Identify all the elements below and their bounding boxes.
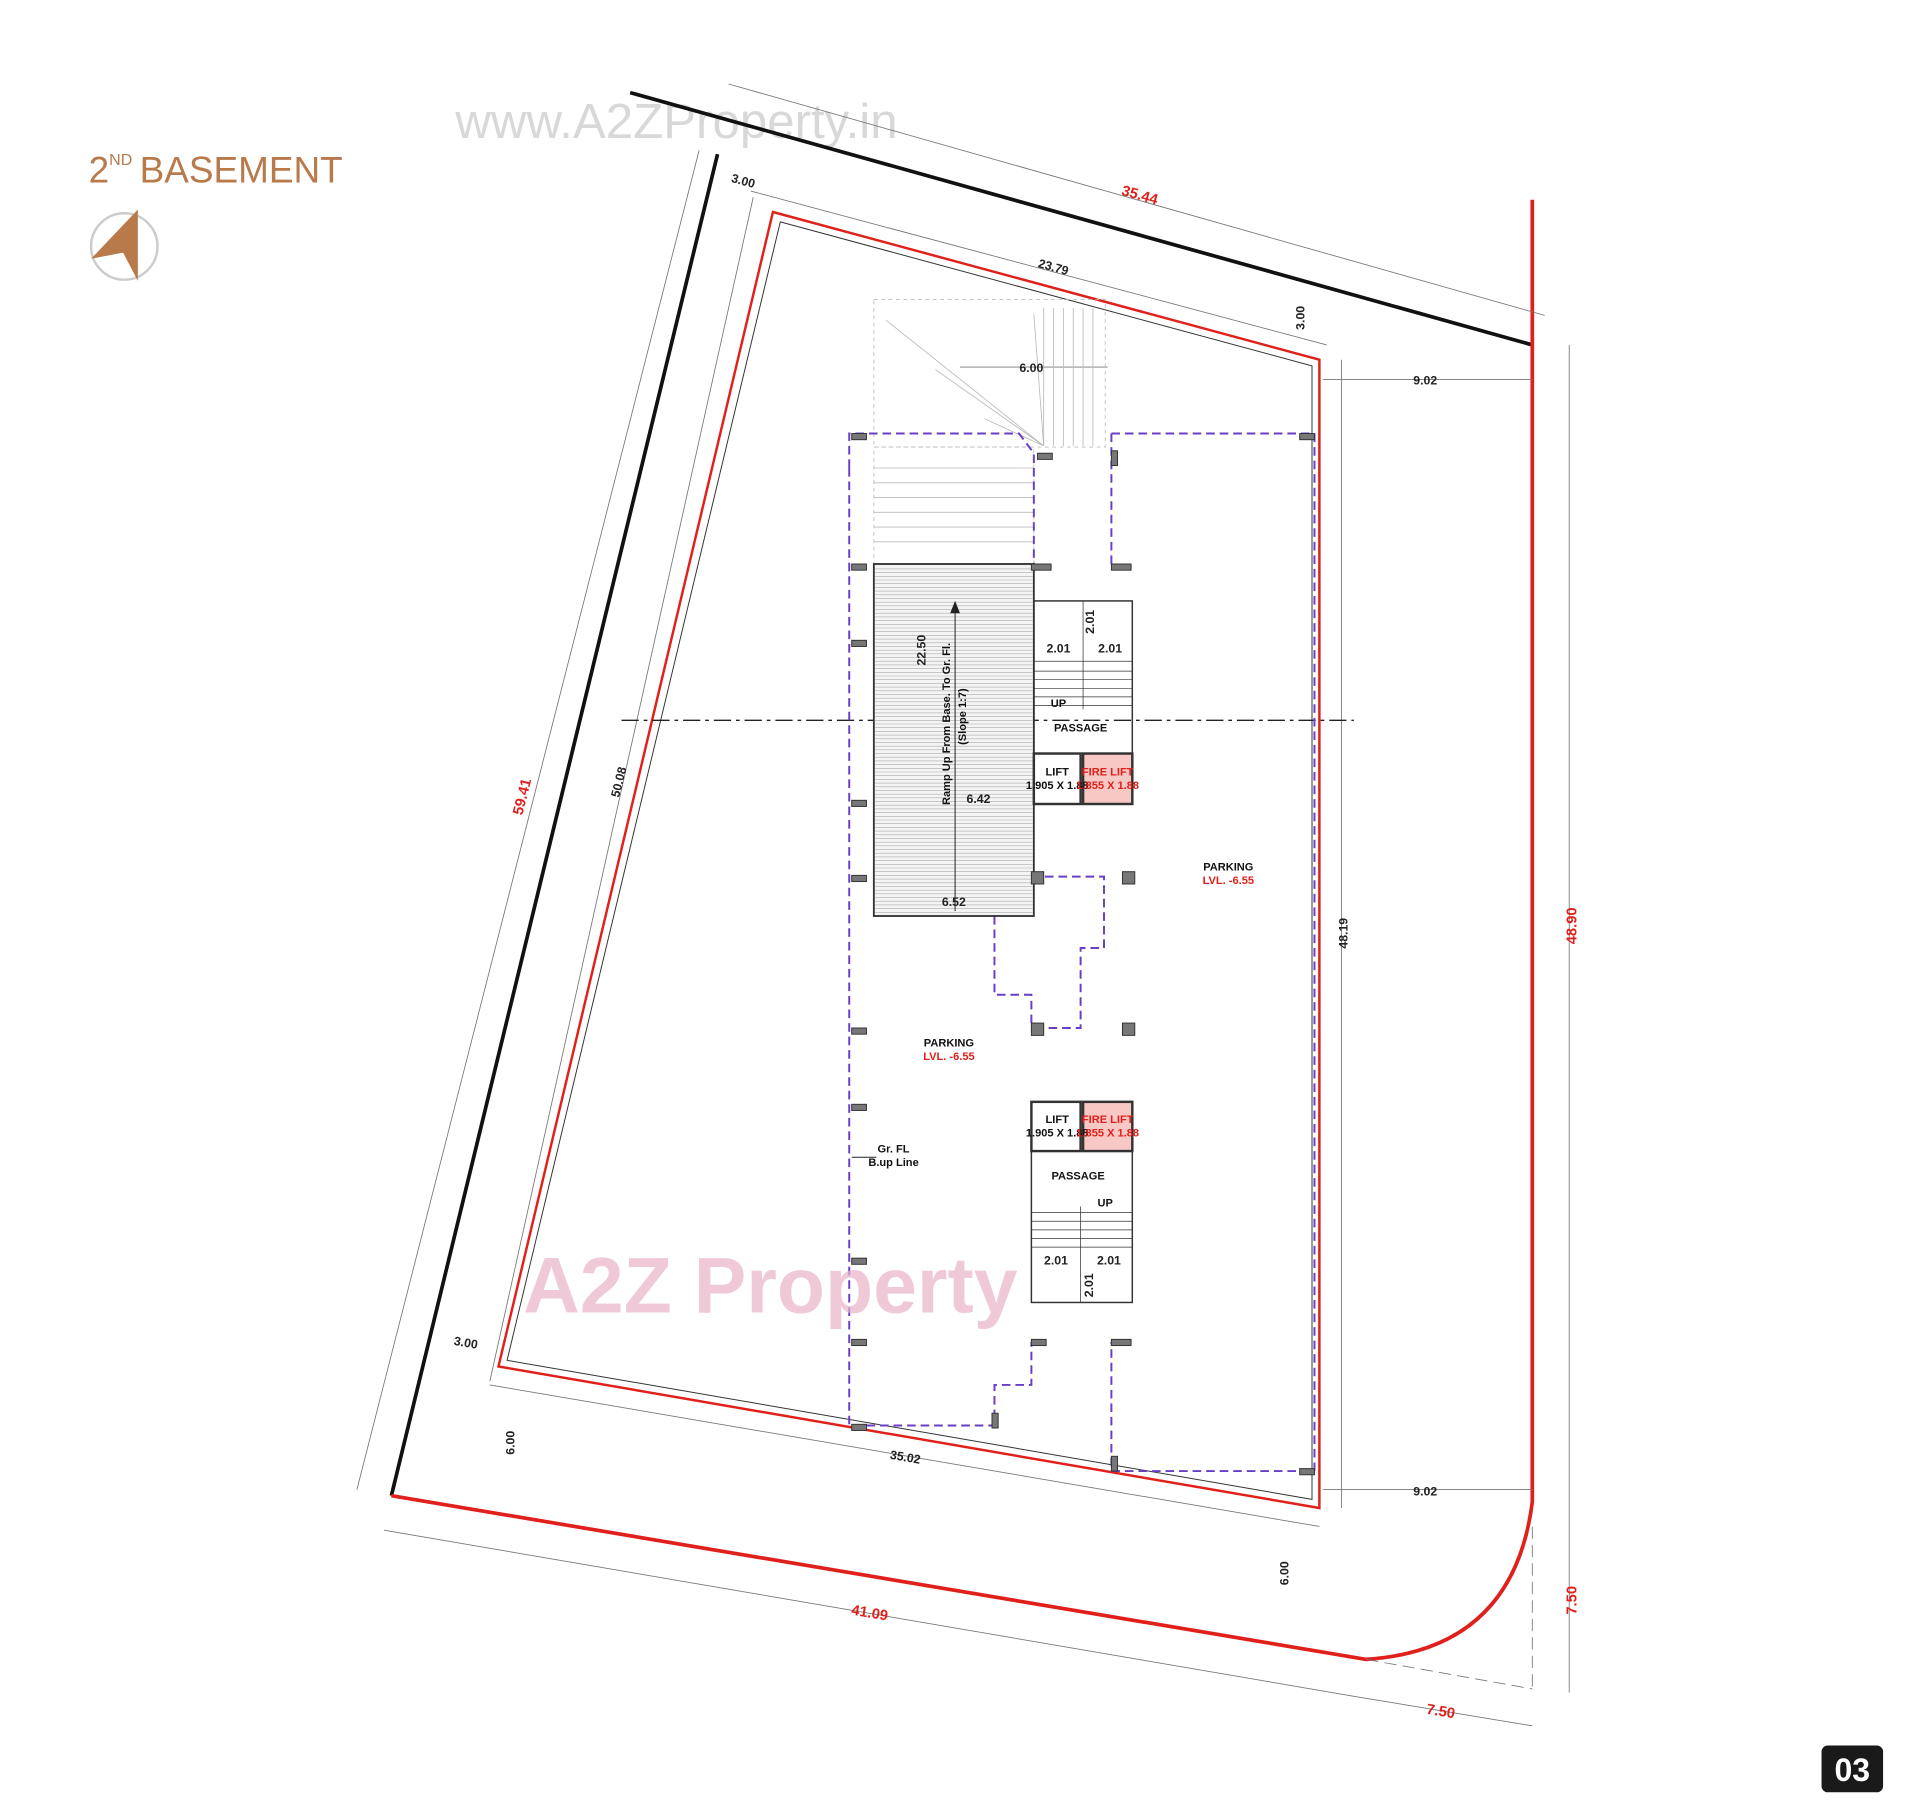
building-outline [496, 210, 1321, 1510]
lift-label: LIFT [1046, 767, 1070, 779]
dim-ramp-mid: 6.42 [966, 792, 990, 806]
dim-bottom-building: 35.02 [889, 1448, 922, 1467]
dimension-lines [356, 83, 1570, 1727]
up-label: UP [1098, 1197, 1113, 1209]
stair-dim: 2.01 [1044, 1253, 1068, 1267]
column [851, 1338, 867, 1347]
column [1110, 1455, 1119, 1472]
dim-bottom-left-setback: 6.00 [503, 1431, 517, 1455]
upper-core [1032, 600, 1134, 806]
column [1030, 1022, 1045, 1036]
passage-label: PASSAGE [1054, 722, 1107, 734]
parking-level: LVL. -6.55 [1203, 875, 1254, 887]
dim-right-building: 48.19 [1337, 918, 1351, 949]
stair-dim: 2.01 [1098, 642, 1122, 656]
stair-dim: 2.01 [1046, 642, 1070, 656]
column [851, 1257, 867, 1265]
dim-right-corner: 7.50 [1565, 1586, 1581, 1615]
dim-bottom-right-setback: 6.00 [1278, 1561, 1292, 1585]
column [1299, 433, 1315, 441]
column [851, 874, 867, 883]
column [1299, 1468, 1315, 1476]
dim-bottom-boundary: 41.09 [850, 1603, 889, 1625]
lift-size: 1.905 X 1.88 [1026, 780, 1089, 792]
watermark-logo: A2Z Property [523, 1241, 1018, 1329]
watermark-url: www.A2ZProperty.in [454, 94, 897, 149]
up-label: UP [1051, 698, 1066, 710]
column [1121, 871, 1136, 885]
bup-line-label: B.up Line [868, 1157, 918, 1169]
site-boundary [389, 90, 1535, 1662]
fire-lift-size: 1.855 X 1.88 [1076, 780, 1139, 792]
fire-lift-label: FIRE LIFT [1082, 1114, 1134, 1126]
stair-dim: 2.01 [1082, 1273, 1096, 1297]
dim-left-boundary: 59.41 [511, 777, 535, 817]
dim-right-boundary: 48.90 [1565, 907, 1581, 944]
dim-top-boundary: 35.44 [1120, 183, 1161, 209]
dim-left-setback: 3.00 [453, 1334, 479, 1352]
column [851, 563, 867, 571]
dim-left-building: 50.08 [608, 765, 629, 798]
column [1110, 563, 1132, 571]
dim-right-setback-bottom: 9.02 [1413, 1485, 1437, 1499]
dim-stair-width: 6.00 [1019, 361, 1043, 375]
upper-stair [873, 298, 1106, 565]
grfl-label: Gr. FL [878, 1143, 910, 1155]
column [851, 799, 867, 807]
column [1030, 1338, 1047, 1347]
passage-label: PASSAGE [1052, 1170, 1105, 1182]
parking-level: LVL. -6.55 [923, 1051, 974, 1063]
lift-label: LIFT [1046, 1114, 1070, 1126]
ramp-slope: (Slope 1:7) [957, 688, 969, 745]
stair-dim: 2.01 [1083, 610, 1097, 634]
column [1121, 1022, 1136, 1036]
lift-size: 1.905 X 1.88 [1026, 1127, 1089, 1139]
dim-ramp-length: 22.50 [915, 635, 929, 666]
dim-top-left-setback: 3.00 [730, 171, 757, 191]
fire-lift-label: FIRE LIFT [1082, 767, 1134, 779]
fire-lift-size: 1.855 X 1.88 [1076, 1127, 1139, 1139]
parking-label: PARKING [1203, 861, 1253, 873]
column [851, 1027, 867, 1035]
columns [851, 433, 1315, 1476]
north-arrow-icon [89, 209, 159, 281]
dim-bottom-corner: 7.50 [1425, 1702, 1456, 1723]
dim-ramp-bottom: 6.52 [942, 895, 966, 909]
column [851, 433, 867, 441]
column [1030, 871, 1045, 885]
parking-label: PARKING [924, 1037, 974, 1049]
dim-right-setback-top: 9.02 [1413, 373, 1437, 387]
column [1030, 563, 1052, 571]
column [851, 1423, 867, 1431]
column [1037, 452, 1053, 460]
column [991, 1412, 999, 1429]
lower-core [1030, 1100, 1134, 1304]
column [1110, 450, 1119, 467]
ramp [872, 563, 1035, 917]
column [851, 1103, 867, 1111]
dim-top-right-setback: 3.00 [1294, 306, 1308, 330]
column [851, 639, 867, 647]
dim-top-building: 23.79 [1037, 256, 1071, 278]
svg-text:03: 03 [1835, 1752, 1871, 1788]
column [1110, 1338, 1132, 1347]
stair-dim: 2.01 [1097, 1253, 1121, 1267]
page-badge: 03 [1821, 1745, 1884, 1793]
ramp-label: Ramp Up From Base. To Gr. Fl. [941, 643, 953, 805]
